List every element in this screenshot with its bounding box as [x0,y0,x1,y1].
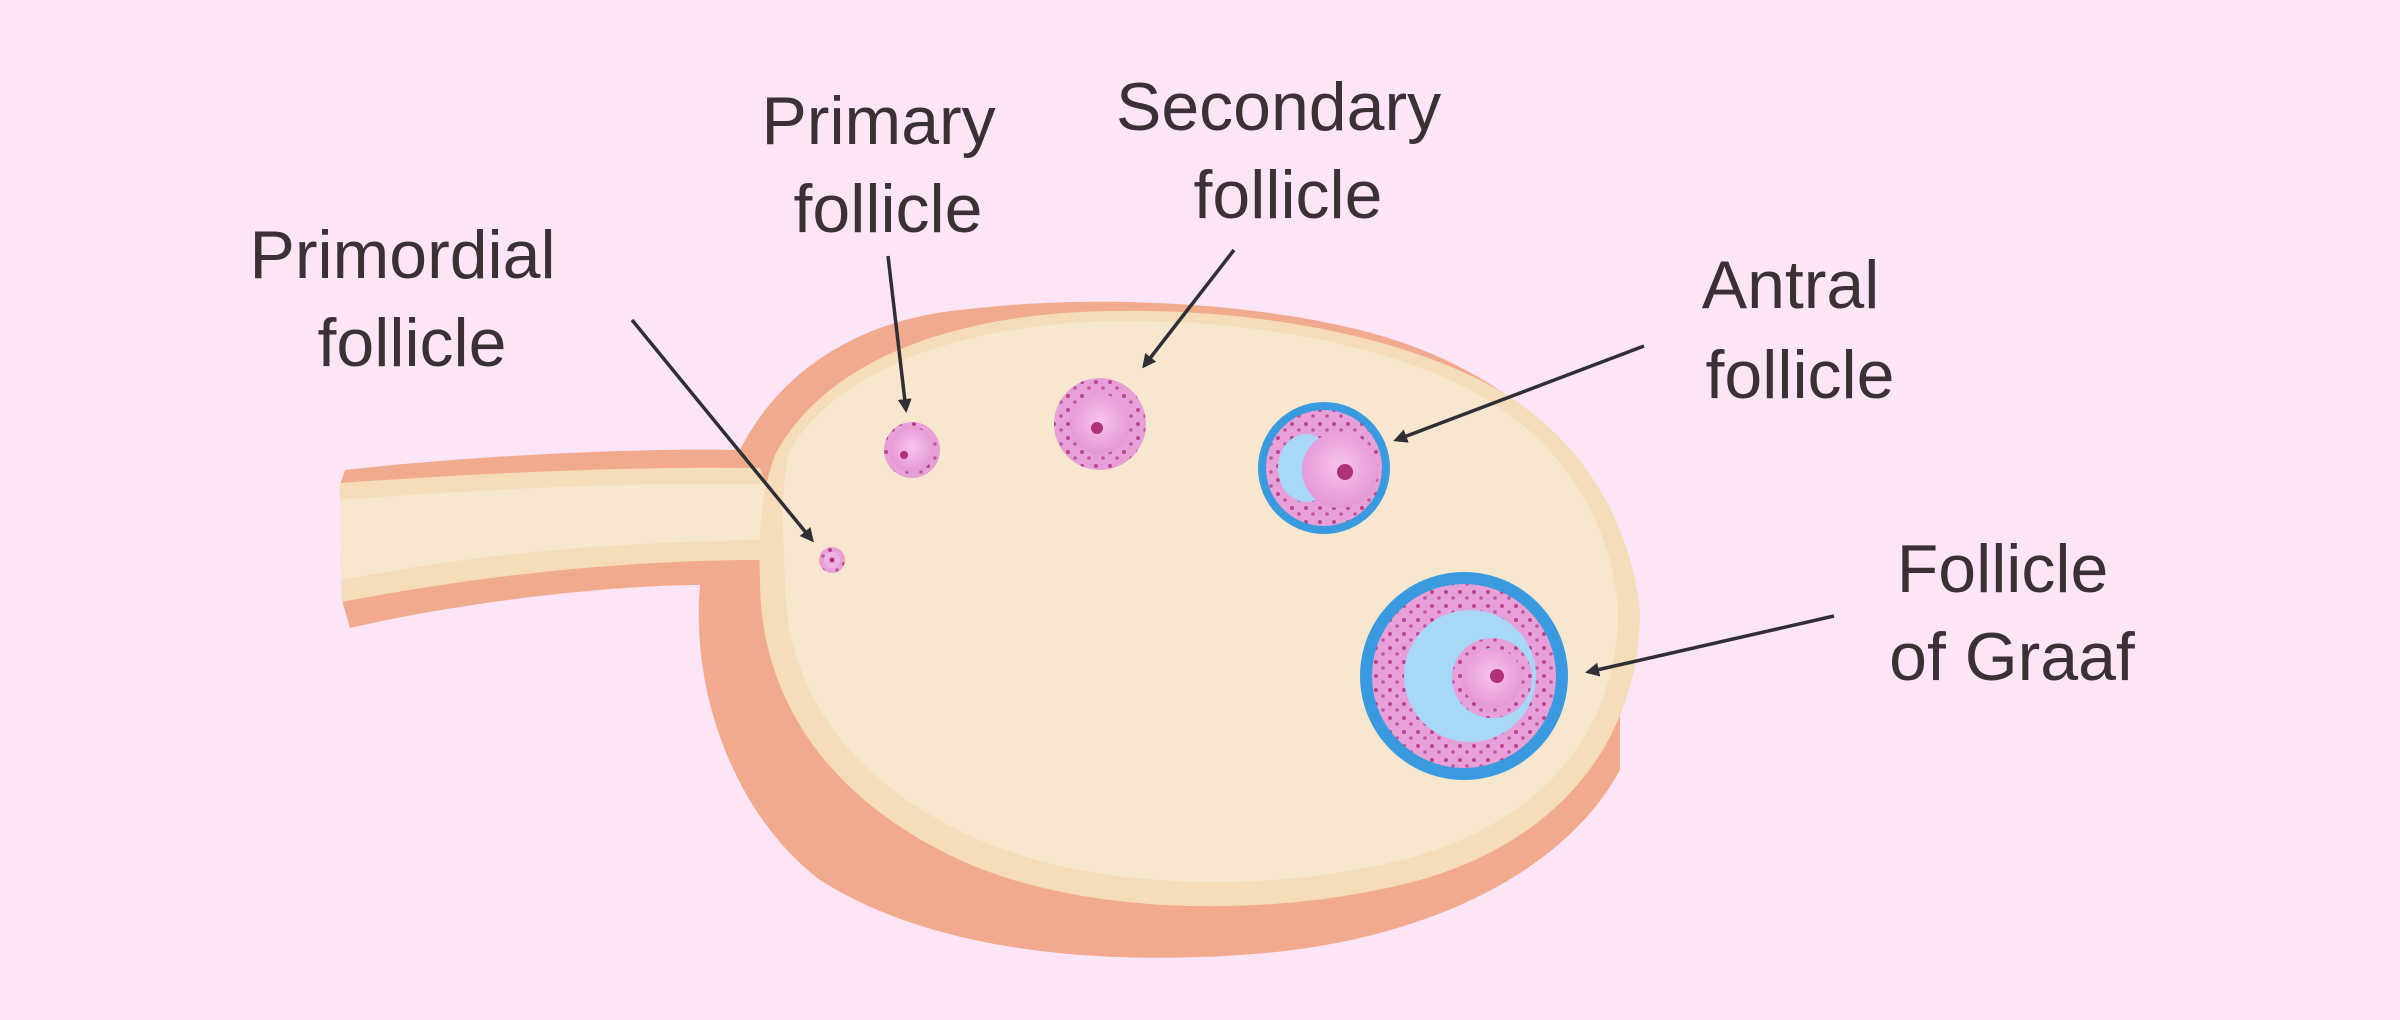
primordial-label-line1: Primordial [250,217,556,293]
primary-follicle [884,422,940,478]
secondary-label-line1: Secondary [1116,69,1441,145]
antral-label: Antral follicle [1702,247,1899,413]
antral-follicle [1258,402,1390,534]
pointer-arrows [630,248,1835,677]
primary-label: Primary follicle [761,83,1014,247]
secondary-label-line2: follicle [1194,157,1383,233]
primary-arrow [886,255,912,413]
primary-label-line1: Primary [761,83,995,159]
secondary-follicle [1054,378,1146,470]
primordial-label: Primordial follicle [250,217,575,381]
graafian-follicle [1360,572,1568,780]
primary-label-line2: follicle [794,171,983,247]
ovary-stalk-core [340,483,790,580]
primordial-label-line2: follicle [318,305,507,381]
primordial-arrow [630,318,814,543]
secondary-label: Secondary follicle [1116,69,1460,233]
graaf-arrow [1585,614,1835,677]
primordial-follicle [819,547,845,573]
antral-arrow [1393,344,1645,443]
graaf-label-line1: Follicle [1897,531,2109,607]
graaf-label-line2: of Graaf [1889,619,2135,695]
secondary-arrow [1142,248,1236,369]
graaf-label: Follicle of Graaf [1889,531,2135,695]
antral-label-line1: Antral [1702,247,1880,323]
antral-label-line2: follicle [1706,337,1895,413]
